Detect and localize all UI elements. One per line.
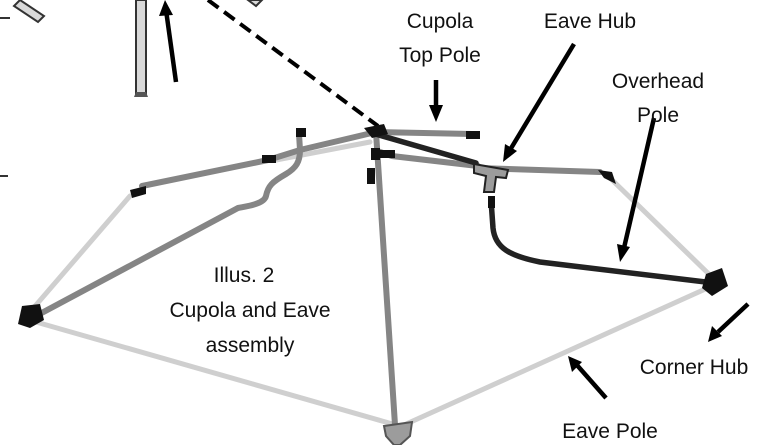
caption-line2: Cupola and Eave — [169, 299, 330, 322]
label-overhead-pole-line2: Pole — [637, 104, 679, 127]
dashed-guide-line — [206, 0, 380, 128]
partial-pole-top-left — [0, 0, 264, 97]
arrow-top-left — [163, 9, 179, 83]
label-overhead-pole-line1: Overhead — [612, 70, 704, 93]
caption-line3: assembly — [206, 334, 295, 357]
label-cupola-top-pole-line1: Cupola — [407, 10, 474, 33]
label-eave-hub: Eave Hub — [544, 10, 636, 33]
label-eave-pole: Eave Pole — [562, 420, 658, 443]
arrow-top-left-head — [159, 0, 173, 16]
corner-hub-bottom — [382, 420, 414, 445]
hub-center — [364, 124, 395, 184]
annotation-arrowheads — [429, 105, 722, 372]
annotation-arrows — [433, 42, 750, 400]
eave-hub — [473, 162, 510, 193]
eave-poles — [27, 139, 718, 428]
frame-poles — [33, 129, 603, 428]
caption-line1: Illus. 2 — [214, 264, 275, 287]
overhead-pole — [369, 130, 717, 286]
label-cupola-top-pole-line2: Top Pole — [399, 44, 481, 67]
corner-hub-right — [702, 268, 728, 296]
corner-hub-left — [18, 304, 44, 328]
hub-pole-ends — [130, 128, 616, 208]
label-corner-hub: Corner Hub — [640, 356, 749, 379]
